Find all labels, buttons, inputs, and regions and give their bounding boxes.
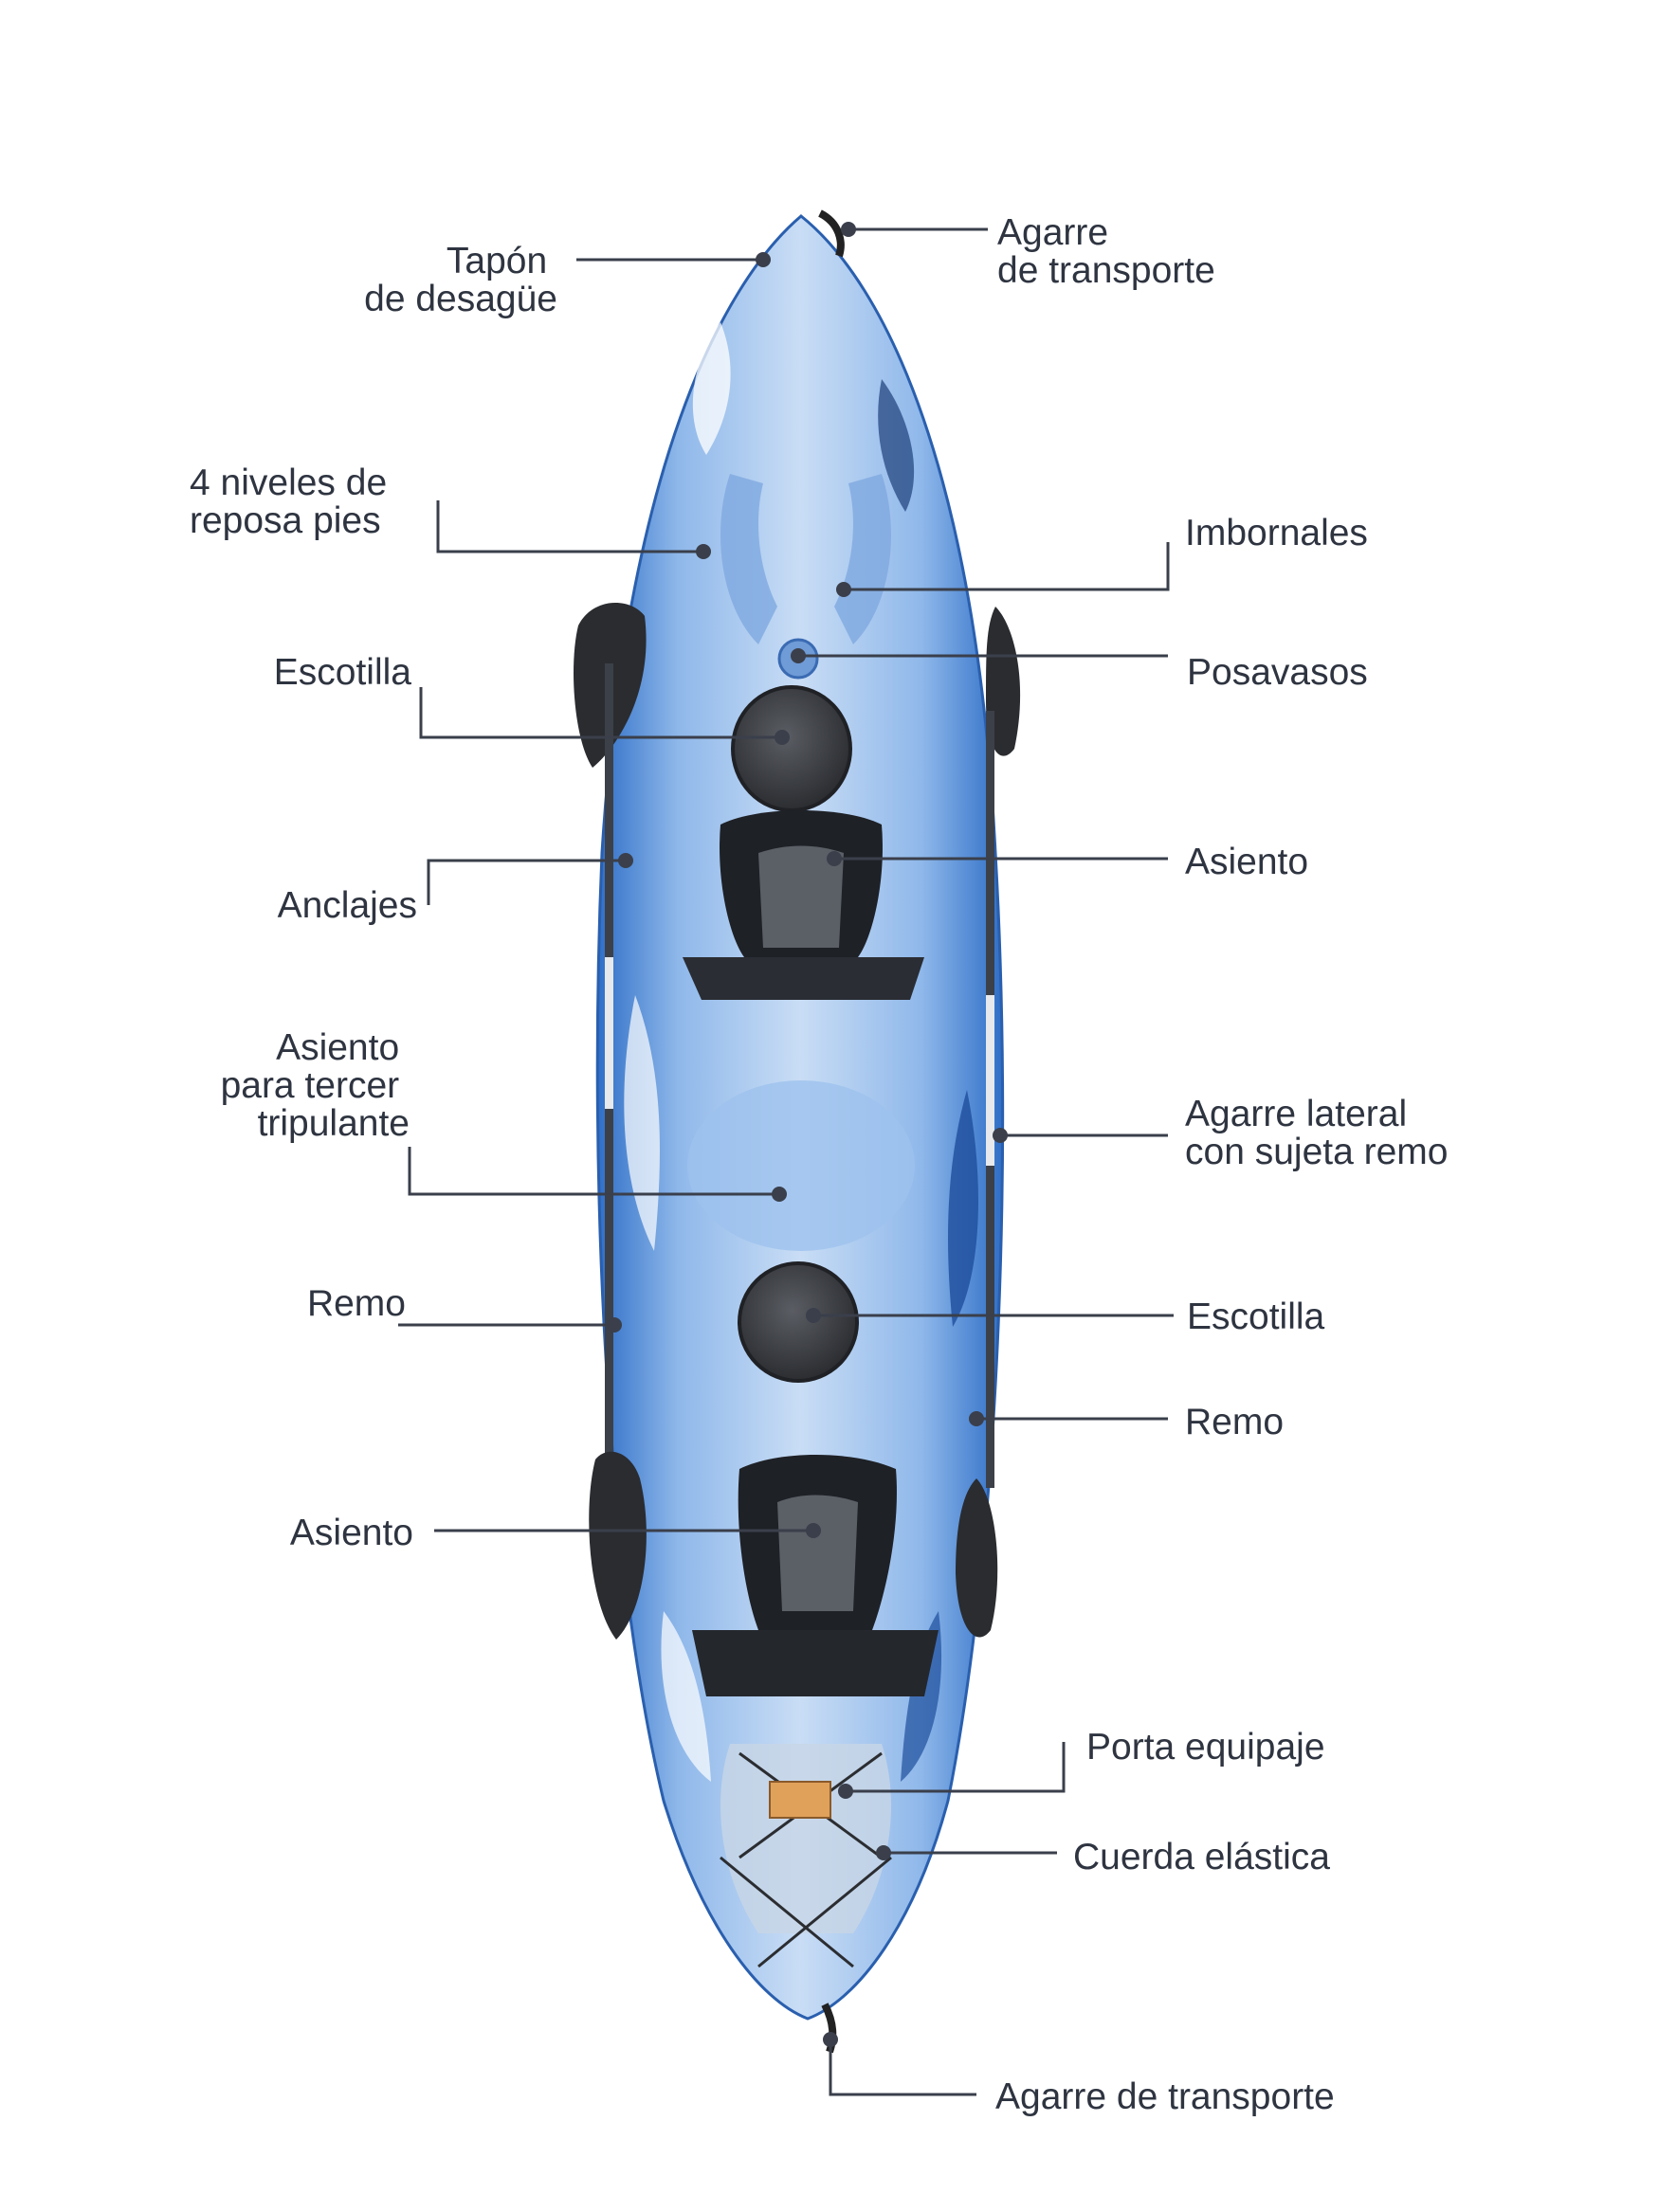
label-remo-left: Remo: [307, 1283, 406, 1324]
rear-hatch: [738, 1261, 859, 1383]
callout-labels: Tapón de desagüe Agarre de transporte 4 …: [190, 212, 1448, 2117]
kayak-hull: [595, 214, 1005, 2021]
leader-reposapies: [436, 500, 703, 553]
label-porta-equipaje: Porta equipaje: [1086, 1727, 1325, 1768]
cargo-crate: [769, 1781, 831, 1819]
label-escotilla-2: Escotilla: [1187, 1296, 1325, 1337]
label-agarre-bottom: Agarre de transporte: [995, 2076, 1335, 2117]
leader-dots: [607, 222, 1008, 2047]
front-carry-handle: [817, 209, 845, 258]
leader-anclajes: [427, 859, 626, 905]
label-asiento-1: Asiento: [1185, 842, 1308, 882]
front-hatch: [731, 685, 852, 812]
left-paddle: [574, 603, 647, 1640]
label-agarre-top: Agarre de transporte: [997, 212, 1215, 291]
label-anclajes: Anclajes: [278, 885, 417, 926]
label-asiento-2: Asiento: [290, 1513, 413, 1553]
leader-asiento-tercer: [408, 1147, 779, 1196]
label-agarre-lateral: Agarre lateral con sujeta remo: [1185, 1094, 1448, 1172]
label-cuerda: Cuerda elástica: [1073, 1837, 1330, 1877]
label-escotilla-1: Escotilla: [274, 652, 412, 693]
leader-lines: [398, 227, 1174, 2096]
leader-agarre-bottom: [829, 2040, 976, 2096]
label-imbornales: Imbornales: [1185, 513, 1368, 553]
leader-escotilla-1: [419, 687, 782, 739]
leader-porta-equipaje: [846, 1742, 1066, 1793]
label-posavasos: Posavasos: [1187, 652, 1368, 693]
label-remo-right: Remo: [1185, 1402, 1284, 1442]
label-reposapies: 4 niveles de reposa pies: [190, 462, 397, 541]
rear-seat: [692, 1455, 939, 1696]
label-asiento-tercer: Asiento para tercer tripulante: [221, 1027, 410, 1144]
front-seat: [683, 810, 924, 1000]
right-paddle: [956, 607, 1021, 1638]
label-tapon: Tapón de desagüe: [364, 241, 557, 319]
leader-imbornales: [844, 542, 1170, 591]
